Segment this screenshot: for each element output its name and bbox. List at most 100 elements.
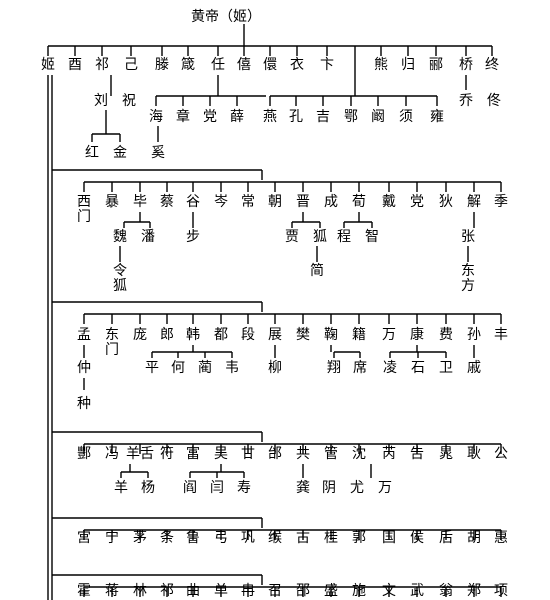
surname-main: 朝 bbox=[268, 194, 282, 210]
surname-main: 邵 bbox=[296, 583, 310, 599]
surname-sub: 万 bbox=[378, 480, 392, 496]
surname-sub: 尤 bbox=[350, 480, 364, 496]
surname-subsub: 种 bbox=[77, 396, 91, 412]
surname-main: 康 bbox=[410, 326, 424, 343]
surname-sub: 海 bbox=[149, 109, 163, 125]
surname-sub: 蔺 bbox=[198, 360, 212, 376]
surname-main: 羊舌 bbox=[126, 446, 154, 462]
surname-sub: 阚 bbox=[371, 109, 385, 125]
surname-subsub: 金 bbox=[113, 145, 127, 161]
surname-main: 籍 bbox=[352, 326, 366, 343]
surname-sub: 魏 bbox=[113, 229, 127, 245]
surname-main: 管 bbox=[324, 446, 338, 462]
surname-main: 巩 bbox=[241, 530, 255, 546]
surname-sub: 燕 bbox=[263, 109, 277, 125]
surname-main: 箴 bbox=[181, 56, 195, 73]
surname-main: 归 bbox=[401, 56, 415, 73]
surname-main: 蔡 bbox=[160, 194, 174, 210]
surname-main: 芮 bbox=[382, 445, 396, 462]
surname-main: 解 bbox=[467, 194, 481, 210]
surname-main: 武 bbox=[410, 583, 424, 599]
surname-sub: 凌 bbox=[383, 360, 397, 376]
surname-main: 弓 bbox=[214, 530, 228, 546]
surname-main: 林 bbox=[133, 583, 147, 599]
surname-main: 终 bbox=[485, 57, 499, 73]
surname-main: 条 bbox=[160, 529, 174, 546]
surname-main: 酆 bbox=[77, 446, 91, 462]
surname-sub: 平 bbox=[145, 360, 159, 376]
surname-sub: 乔 bbox=[459, 93, 473, 109]
surname-main: 符 bbox=[160, 446, 174, 462]
surname-main: 沈 bbox=[352, 446, 366, 462]
surname-sub: 程 bbox=[337, 229, 351, 245]
surname-main: 胡 bbox=[467, 530, 481, 546]
surname-main: 郦 bbox=[429, 57, 443, 73]
surname-main: 盛 bbox=[324, 583, 338, 599]
surname-sub: 寿 bbox=[237, 479, 251, 496]
surname-sub: 卫 bbox=[439, 360, 453, 376]
surname-sub: 翔 bbox=[327, 360, 341, 376]
surname-main: 告 bbox=[410, 446, 424, 462]
root-ancestor-label: 黄帝（姬） bbox=[191, 8, 261, 25]
surname-main: 郎 bbox=[160, 327, 174, 343]
surname-main: 荀 bbox=[352, 194, 366, 210]
surname-main: 惠 bbox=[494, 530, 508, 546]
surname-sub: 张 bbox=[461, 229, 475, 245]
surname-main: 己 bbox=[124, 57, 138, 73]
surname-sub: 柳 bbox=[268, 359, 282, 376]
surname-sub: 闫 bbox=[210, 480, 224, 496]
surname-sub: 潘 bbox=[141, 229, 155, 245]
surname-main: 樊 bbox=[296, 327, 310, 343]
surname-main: 曲 bbox=[186, 583, 200, 599]
surname-main: 费 bbox=[439, 327, 453, 343]
surname-main: 公 bbox=[494, 446, 508, 462]
surname-sub: 韦 bbox=[225, 360, 239, 376]
surname-sub: 狐 bbox=[313, 229, 327, 245]
surname-sub: 佟 bbox=[487, 93, 501, 109]
surname-main: 戴 bbox=[382, 194, 396, 210]
surname-sub: 龚 bbox=[296, 480, 310, 496]
surname-sub: 祝 bbox=[122, 93, 136, 109]
surname-main: 吴 bbox=[214, 446, 228, 462]
surname-subsub: 东方 bbox=[461, 263, 475, 294]
surname-sub: 戚 bbox=[467, 360, 481, 376]
surname-main: 熊 bbox=[374, 57, 388, 73]
surname-main: 郑 bbox=[467, 583, 481, 599]
surname-sub: 阴 bbox=[322, 480, 336, 496]
surname-main: 僖 bbox=[237, 57, 251, 73]
surname-main: 党 bbox=[410, 194, 424, 210]
surname-main: 甘 bbox=[241, 446, 255, 462]
surname-sub: 石 bbox=[411, 360, 425, 376]
surname-main: 暴 bbox=[105, 194, 119, 210]
surname-subsub: 红 bbox=[85, 145, 99, 161]
surname-sub: 羊 bbox=[114, 480, 128, 496]
surname-labels: 姬酉祁己滕箴任僖儇衣卞熊归郦桥终刘祝海章党薛燕孔吉鄂阚须雍乔佟红金奚西门暴毕蔡谷… bbox=[41, 56, 508, 599]
surname-sub: 雍 bbox=[430, 109, 444, 125]
surname-main: 蒋 bbox=[105, 583, 119, 599]
surname-sub: 须 bbox=[399, 109, 413, 125]
surname-main: 晁 bbox=[439, 446, 453, 462]
surname-sub: 章 bbox=[176, 108, 190, 125]
surname-sub: 薛 bbox=[230, 109, 244, 125]
surname-main: 文 bbox=[382, 583, 396, 599]
surname-sub: 席 bbox=[353, 360, 367, 376]
surname-main: 滕 bbox=[155, 57, 169, 73]
surname-sub: 步 bbox=[186, 229, 200, 245]
surname-main: 宁 bbox=[105, 529, 119, 546]
surname-main: 任 bbox=[211, 57, 225, 73]
surname-main: 成 bbox=[324, 194, 338, 210]
surname-main: 缑 bbox=[268, 530, 282, 546]
surname-main: 狄 bbox=[439, 194, 453, 210]
surname-main: 侯 bbox=[410, 530, 424, 546]
surname-sub: 刘 bbox=[94, 93, 108, 109]
surname-sub: 吉 bbox=[316, 109, 330, 125]
surname-main: 衣 bbox=[290, 57, 304, 73]
surname-main: 姬 bbox=[41, 57, 55, 73]
surname-main: 晋 bbox=[296, 194, 310, 210]
surname-main: 国 bbox=[382, 530, 396, 546]
surname-main: 孟 bbox=[77, 327, 91, 343]
surname-sub: 杨 bbox=[141, 480, 155, 496]
surname-main: 郭 bbox=[352, 529, 366, 546]
surname-main: 常 bbox=[241, 194, 255, 210]
